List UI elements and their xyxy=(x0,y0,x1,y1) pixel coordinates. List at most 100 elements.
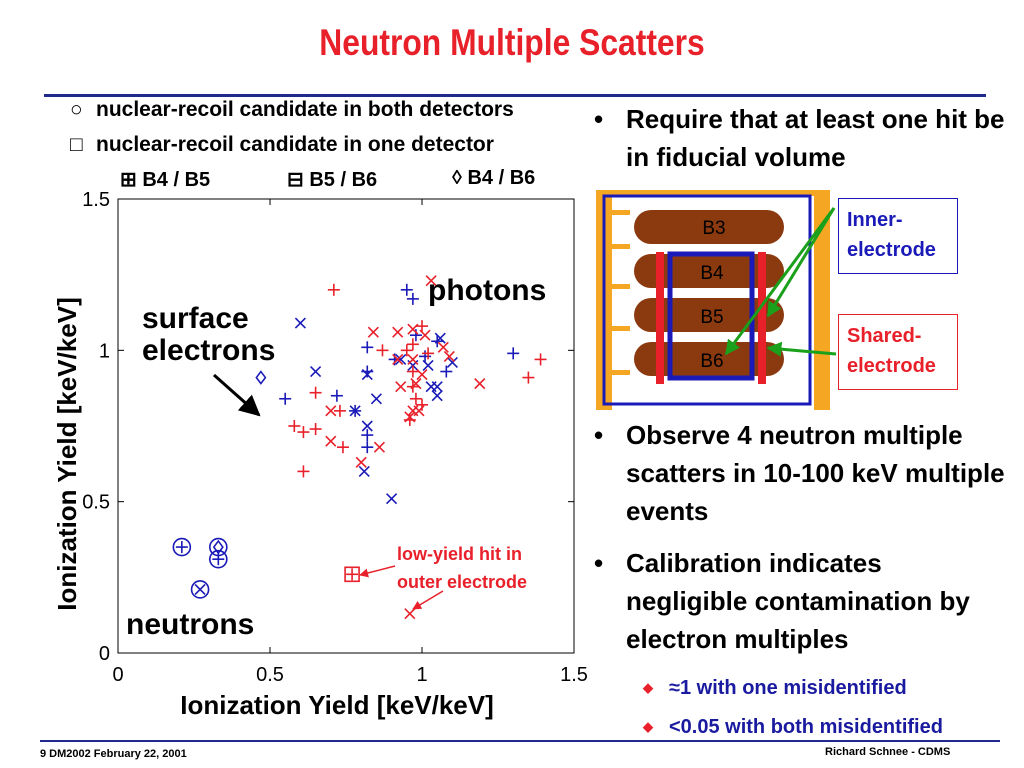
diamond-bullet-icon: ◆ xyxy=(643,680,653,695)
cross-mark xyxy=(422,359,434,372)
x-tick-label: 0.5 xyxy=(256,664,284,686)
cross-mark xyxy=(386,493,398,505)
legend-pair-b5b6: ⊟ B5 / B6 xyxy=(287,167,377,192)
data-point xyxy=(406,365,419,378)
cross-mark xyxy=(407,353,419,365)
data-point xyxy=(404,608,416,620)
data-point xyxy=(349,405,361,417)
footer-author: Richard Schnee - CDMS xyxy=(825,746,951,758)
data-point xyxy=(297,426,310,439)
cross-mark xyxy=(373,441,386,453)
data-point xyxy=(386,493,398,505)
data-point xyxy=(407,405,419,417)
legend-pair-b4b5: ⊞ B4 / B5 xyxy=(120,167,210,192)
cross-mark xyxy=(446,356,458,369)
bullet-calibration: • Calibration indicates negligible conta… xyxy=(594,544,1004,658)
data-point xyxy=(392,353,404,365)
bullet-text: Observe 4 neutron multiple scatters in 1… xyxy=(626,420,1005,526)
label-b3: B3 xyxy=(702,218,725,239)
cross-mark xyxy=(370,393,382,405)
data-point xyxy=(309,386,322,399)
data-point xyxy=(361,441,374,454)
legend-text: nuclear-recoil candidate in one detector xyxy=(96,133,494,156)
sub-bullet-one: ◆≈1 with one misidentified xyxy=(643,677,907,700)
shared-electrode-left xyxy=(656,252,664,384)
data-point xyxy=(190,580,210,599)
data-point xyxy=(355,456,367,468)
cross-mark xyxy=(294,317,306,329)
data-point xyxy=(367,326,379,338)
low-yield-annotation: low-yield hit in outer electrode xyxy=(397,544,528,592)
cross-mark xyxy=(404,608,416,620)
data-point xyxy=(400,283,413,296)
data-point xyxy=(522,371,535,384)
circle-mark xyxy=(190,580,210,599)
data-point xyxy=(358,465,370,477)
cross-mark xyxy=(410,378,422,390)
diamond-bullet-icon: ◆ xyxy=(643,719,653,734)
data-point xyxy=(400,344,413,357)
square-icon: □ xyxy=(70,133,83,156)
cross-mark xyxy=(395,353,407,365)
bullet-text: Calibration indicates negligible contami… xyxy=(626,548,970,654)
x-tick-label: 1.5 xyxy=(560,664,588,686)
legend-pair-label: B4 / B5 xyxy=(142,169,211,191)
cross-mark xyxy=(367,326,379,338)
data-point xyxy=(288,420,301,432)
tabs-left xyxy=(612,210,630,375)
data-point xyxy=(361,365,374,378)
cross-mark xyxy=(361,420,373,432)
data-point xyxy=(325,435,337,447)
data-point xyxy=(361,420,373,432)
y-tick-label: 0.5 xyxy=(82,492,110,514)
x-axis-label: Ionization Yield [keV/keV] xyxy=(180,690,494,720)
y-tick-label: 0 xyxy=(99,643,110,665)
cross-mark xyxy=(325,405,337,417)
sub-bullet-two: ◆ <0.05 with both misidentified xyxy=(643,716,943,739)
bullet-observe: • Observe 4 neutron multiple scatters in… xyxy=(594,416,1005,530)
label-b6: B6 xyxy=(700,351,723,372)
sub-bullet-text: <0.05 with both misidentified xyxy=(669,716,943,738)
cross-mark xyxy=(392,326,404,338)
data-point xyxy=(279,392,292,405)
green-arrow-shared-1 xyxy=(766,207,836,318)
cross-mark xyxy=(434,332,446,344)
data-point xyxy=(446,356,458,369)
square-plus-icon: ⊞ xyxy=(120,169,137,191)
cross-mark xyxy=(395,381,407,393)
cross-mark xyxy=(358,465,370,477)
cross-mark xyxy=(355,456,367,468)
cross-mark xyxy=(474,378,486,390)
data-point xyxy=(406,338,419,351)
data-point xyxy=(507,347,520,360)
plot-frame xyxy=(117,198,575,654)
inner-electrode-label: Inner- electrode xyxy=(838,198,958,274)
cross-mark xyxy=(443,350,455,362)
bullet-marker: • xyxy=(594,104,604,134)
data-point xyxy=(330,389,343,402)
circle-mark xyxy=(209,537,228,557)
housing-top xyxy=(596,190,830,196)
legend-text: nuclear-recoil candidate in both detecto… xyxy=(96,98,514,121)
data-point xyxy=(172,537,192,557)
detector-diagram: B3 B4 B5 B6 xyxy=(596,190,837,410)
data-point xyxy=(370,393,382,405)
y-tick-label: 1 xyxy=(99,340,110,362)
circle-icon: ○ xyxy=(70,98,83,121)
square-mark xyxy=(344,566,360,583)
data-point xyxy=(443,350,455,362)
green-arrow-shared-2 xyxy=(766,341,837,357)
data-point xyxy=(395,353,407,365)
label-b4: B4 xyxy=(700,263,724,284)
data-point xyxy=(425,275,437,287)
data-point xyxy=(297,465,310,478)
data-point xyxy=(440,365,453,378)
cross-mark xyxy=(349,405,361,417)
shared-electrode-label: Shared- electrode xyxy=(838,314,958,390)
data-point xyxy=(209,549,228,569)
data-point xyxy=(534,353,547,366)
data-point xyxy=(410,378,422,390)
data-point xyxy=(407,323,419,335)
cross-mark xyxy=(431,390,443,402)
